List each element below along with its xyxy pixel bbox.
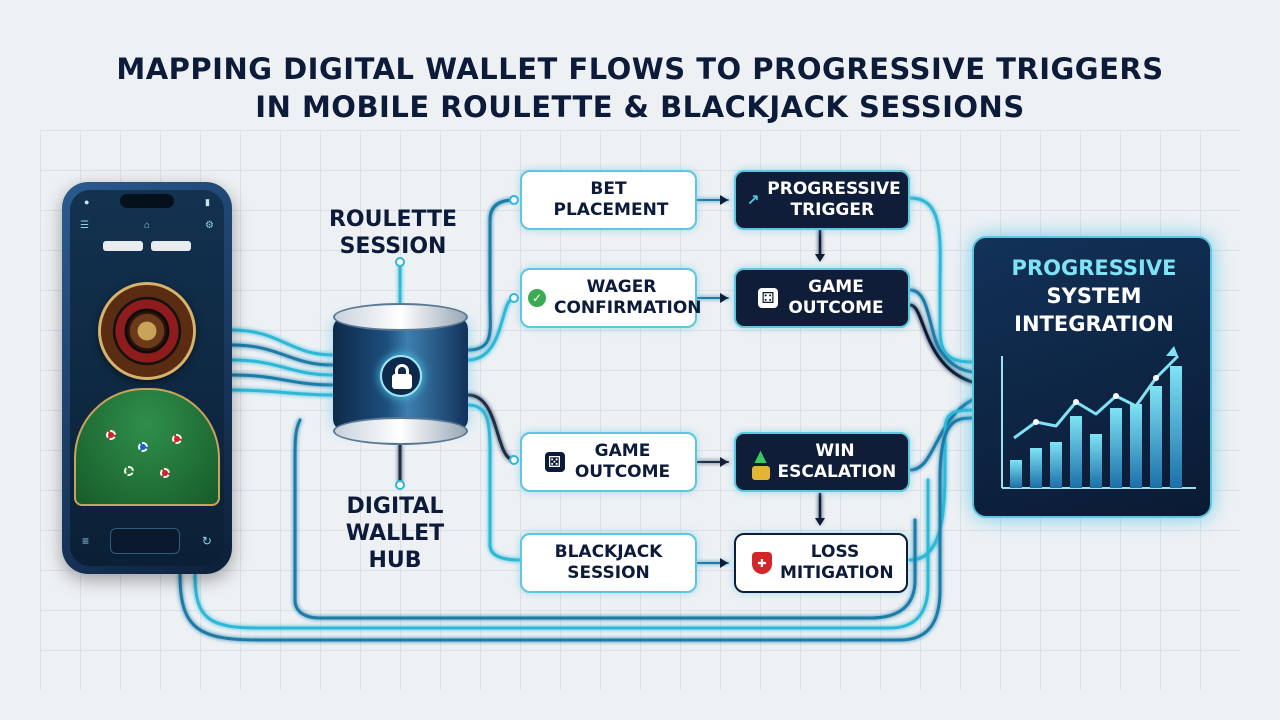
game-outcome-top-node: ⚃ GAME OUTCOME <box>734 268 910 328</box>
page-title-line-2: IN MOBILE ROULETTE & BLACKJACK SESSIONS <box>255 90 1025 124</box>
blackjack-table-icon <box>74 388 220 506</box>
bar-chart-icon <box>1001 346 1196 489</box>
game-outcome-top-label: GAME OUTCOME <box>788 277 884 318</box>
mobile-phone: ● ▮ ☰ ⌂ ⚙ ≡ ↻ <box>62 182 232 574</box>
trend-arrow-icon: ↗ <box>746 190 760 209</box>
refresh-icon: ↻ <box>201 534 212 548</box>
integration-title-line-2: SYSTEM <box>1046 284 1142 308</box>
win-escalation-node: ▲ WIN ESCALATION <box>734 432 910 492</box>
signal-icon: ● <box>84 197 90 207</box>
progressive-system-integration-panel: PROGRESSIVE SYSTEM INTEGRATION <box>972 236 1212 518</box>
list-icon: ≡ <box>82 534 90 548</box>
chip-icon <box>172 434 182 444</box>
dice-icon: ⚃ <box>758 288 778 308</box>
integration-title-line-3: INTEGRATION <box>1014 312 1174 336</box>
win-escalation-label: WIN ESCALATION <box>777 441 897 482</box>
digital-wallet-hub <box>333 303 468 445</box>
integration-title: PROGRESSIVE SYSTEM INTEGRATION <box>974 254 1210 338</box>
blackjack-session-label: BLACKJACK SESSION <box>554 542 663 583</box>
page-title-line-1: MAPPING DIGITAL WALLET FLOWS TO PROGRESS… <box>116 52 1164 86</box>
hub-base <box>333 417 468 445</box>
chip-icon <box>138 442 148 452</box>
progressive-trigger-node: ↗ PROGRESSIVE TRIGGER <box>734 170 910 230</box>
phone-notch <box>120 194 174 208</box>
menu-icon: ☰ <box>80 219 89 231</box>
game-outcome-bottom-node: ⚄ GAME OUTCOME <box>520 432 697 492</box>
check-circle-icon: ✓ <box>528 289 546 307</box>
progressive-trigger-label: PROGRESSIVE TRIGGER <box>767 179 901 220</box>
home-icon: ⌂ <box>143 219 151 231</box>
chip-icon <box>124 466 134 476</box>
phone-nav-row: ☰ ⌂ ⚙ <box>70 214 224 236</box>
dice-icon: ⚄ <box>544 452 565 472</box>
coins-arrow-up-icon: ▲ <box>751 445 770 480</box>
loss-mitigation-label: LOSS MITIGATION <box>780 542 894 583</box>
settings-icon: ⚙ <box>205 219 214 231</box>
bet-placement-label: BET PLACEMENT <box>553 179 669 220</box>
hub-top <box>333 303 468 331</box>
phone-bottom-bar: ≡ ↻ <box>82 526 212 556</box>
game-outcome-bottom-label: GAME OUTCOME <box>574 441 671 482</box>
shield-icon: ✚ <box>752 552 772 574</box>
digital-wallet-hub-label: DIGITAL WALLET HUB <box>345 494 445 573</box>
phone-tab-row <box>70 236 224 256</box>
wager-confirmation-label: WAGER CONFIRMATION <box>554 277 702 318</box>
wager-confirmation-node: ✓ WAGER CONFIRMATION <box>520 268 702 328</box>
roulette-wheel-icon <box>98 282 196 380</box>
chip-icon <box>106 430 116 440</box>
roulette-session-label: ROULETTE SESSION <box>328 207 458 259</box>
blackjack-session-node: BLACKJACK SESSION <box>520 533 697 593</box>
phone-tab <box>103 241 143 251</box>
bet-placement-node: BET PLACEMENT <box>520 170 697 230</box>
phone-screen: ● ▮ ☰ ⌂ ⚙ ≡ ↻ <box>70 190 224 566</box>
integration-title-line-1: PROGRESSIVE <box>1011 256 1177 280</box>
battery-icon: ▮ <box>205 196 210 207</box>
chip-icon <box>160 468 170 478</box>
phone-status-bar: ● ▮ <box>70 190 224 214</box>
loss-mitigation-node: ✚ LOSS MITIGATION <box>734 533 908 593</box>
padlock-icon <box>380 355 422 397</box>
phone-action-button <box>110 528 181 554</box>
phone-tab <box>151 241 191 251</box>
